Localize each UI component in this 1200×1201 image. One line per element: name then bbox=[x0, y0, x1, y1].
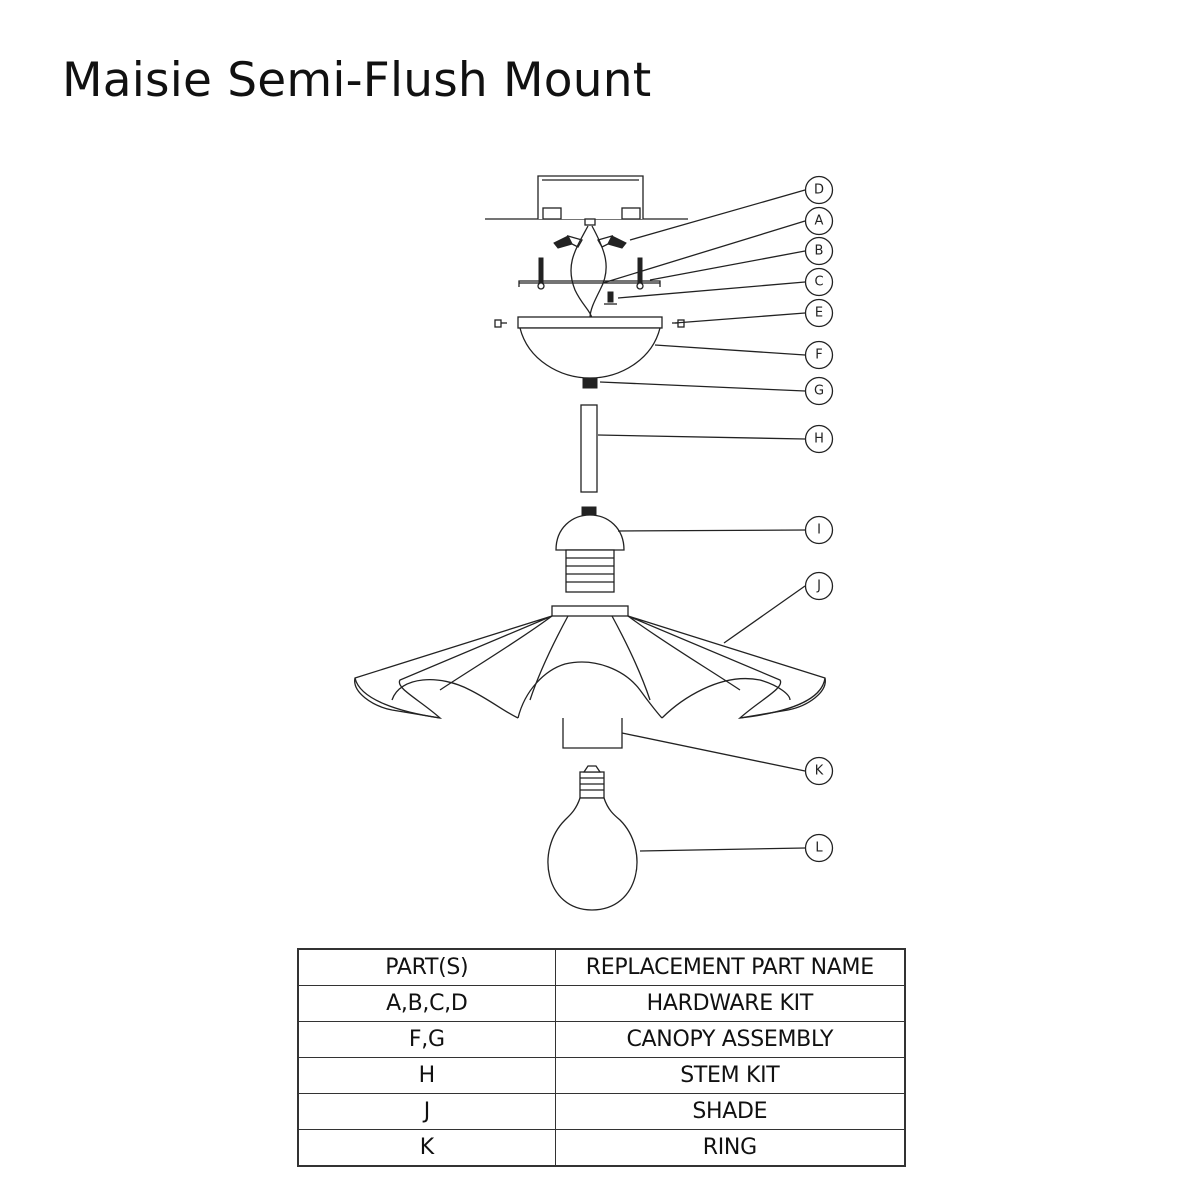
page-title: Maisie Semi-Flush Mount bbox=[62, 53, 652, 108]
socket-cup bbox=[555, 506, 625, 593]
svg-text:C: C bbox=[814, 275, 823, 290]
replacement-parts-table: PART(S) REPLACEMENT PART NAME A,B,C,D HA… bbox=[297, 948, 906, 1167]
header-parts: PART(S) bbox=[297, 948, 556, 986]
table-row: J SHADE bbox=[297, 1093, 906, 1130]
canopy bbox=[517, 316, 663, 389]
junction-box bbox=[485, 175, 688, 226]
callout-B: B bbox=[804, 236, 834, 266]
callout-I: I bbox=[804, 515, 834, 545]
table-row: A,B,C,D HARDWARE KIT bbox=[297, 985, 906, 1022]
svg-text:A: A bbox=[815, 214, 824, 229]
part-codes: K bbox=[297, 1129, 556, 1167]
leader-lines bbox=[597, 189, 806, 852]
shade bbox=[354, 605, 826, 720]
part-codes: H bbox=[297, 1057, 556, 1094]
callout-K: K bbox=[804, 756, 834, 786]
svg-text:G: G bbox=[814, 384, 824, 399]
svg-text:L: L bbox=[815, 841, 823, 856]
callout-A: A bbox=[804, 206, 834, 236]
light-bulb bbox=[547, 765, 638, 911]
svg-text:B: B bbox=[815, 244, 824, 259]
table-header-row: PART(S) REPLACEMENT PART NAME bbox=[297, 948, 906, 986]
table-row: F,G CANOPY ASSEMBLY bbox=[297, 1021, 906, 1058]
part-name: STEM KIT bbox=[554, 1057, 906, 1094]
svg-text:E: E bbox=[815, 306, 823, 321]
svg-text:J: J bbox=[816, 579, 821, 594]
svg-text:H: H bbox=[814, 432, 824, 447]
ring bbox=[562, 718, 623, 749]
part-codes: A,B,C,D bbox=[297, 985, 556, 1022]
part-codes: J bbox=[297, 1093, 556, 1130]
stem bbox=[580, 404, 598, 493]
part-name: CANOPY ASSEMBLY bbox=[554, 1021, 906, 1058]
callout-L: L bbox=[804, 833, 834, 863]
callout-D: D bbox=[804, 175, 834, 205]
wire-nuts bbox=[553, 225, 627, 319]
header-part-name: REPLACEMENT PART NAME bbox=[554, 948, 906, 986]
svg-text:F: F bbox=[815, 348, 822, 363]
table-row: K RING bbox=[297, 1129, 906, 1167]
callout-C: C bbox=[804, 267, 834, 297]
part-codes: F,G bbox=[297, 1021, 556, 1058]
svg-text:D: D bbox=[814, 183, 824, 198]
svg-text:I: I bbox=[817, 523, 821, 538]
table-row: H STEM KIT bbox=[297, 1057, 906, 1094]
callout-F: F bbox=[804, 340, 834, 370]
part-name: SHADE bbox=[554, 1093, 906, 1130]
part-name: RING bbox=[554, 1129, 906, 1167]
exploded-assembly-diagram: D A B C E F G H I J K L bbox=[354, 175, 834, 911]
crossbar bbox=[518, 257, 661, 305]
callout-H: H bbox=[804, 424, 834, 454]
callout-E: E bbox=[804, 298, 834, 328]
part-name: HARDWARE KIT bbox=[554, 985, 906, 1022]
svg-text:K: K bbox=[815, 764, 824, 779]
callout-G: G bbox=[804, 376, 834, 406]
callout-J: J bbox=[804, 571, 834, 601]
